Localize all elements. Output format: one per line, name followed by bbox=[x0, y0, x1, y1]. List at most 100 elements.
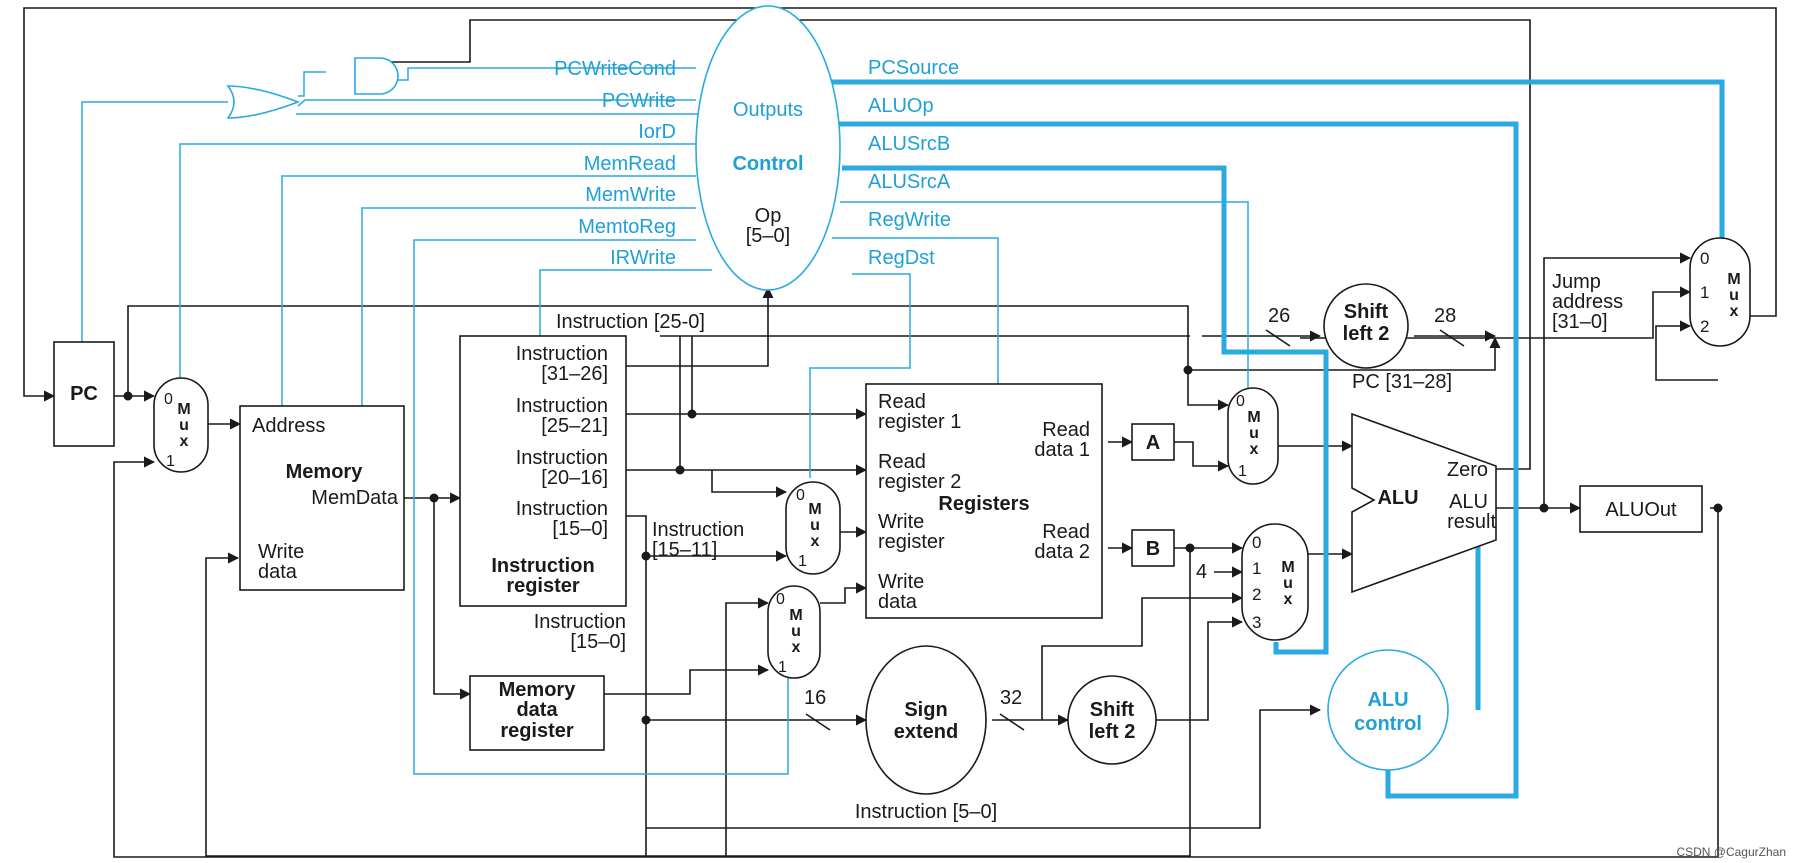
control-right-signals: PCSource ALUOp ALUSrcB ALUSrcA RegWrite … bbox=[868, 57, 959, 269]
mux-alusrcb-u: u bbox=[1283, 575, 1293, 592]
ir-field-20-16-b: [20–16] bbox=[541, 467, 608, 489]
mdr-title-2: data bbox=[516, 699, 558, 721]
mux-iord bbox=[153, 377, 209, 473]
signal-pcsource: PCSource bbox=[868, 57, 959, 79]
mux-iord-in0: 0 bbox=[164, 391, 173, 408]
ir-field-15-0-b: [15–0] bbox=[552, 518, 608, 540]
label-instruction-25-0: Instruction [25-0] bbox=[556, 311, 705, 333]
alu-control-label-1: ALU bbox=[1367, 689, 1408, 711]
memory-write-label-2: data bbox=[258, 561, 298, 583]
label-instruction-15-11-b: [15–11] bbox=[652, 539, 717, 561]
mux-regdst-in0: 0 bbox=[796, 487, 805, 504]
alu-result-label-1: ALU bbox=[1449, 491, 1488, 513]
mux-alusrca-u: u bbox=[1249, 425, 1259, 442]
registers-title: Registers bbox=[938, 493, 1029, 515]
mux-iord-in1: 1 bbox=[166, 453, 175, 470]
reg-write-data-a: Write bbox=[878, 571, 924, 593]
mux-memtoreg bbox=[767, 585, 821, 679]
reg-read-data1-b: data 1 bbox=[1034, 439, 1090, 461]
reg-read-reg1-a: Read bbox=[878, 391, 926, 413]
aluout-register bbox=[1579, 485, 1703, 533]
junction-dots bbox=[123, 365, 1723, 725]
shift-bottom-label-1: Shift bbox=[1090, 699, 1135, 721]
register-b bbox=[1131, 529, 1175, 567]
or-gate bbox=[226, 85, 301, 119]
mux-iord-u: u bbox=[179, 417, 189, 434]
mux-alusrcb bbox=[1241, 523, 1309, 641]
mux-alusrcb-m: M bbox=[1281, 559, 1294, 576]
label-const-4: 4 bbox=[1196, 561, 1207, 583]
mux-memtoreg-m: M bbox=[789, 607, 802, 624]
ir-title-2: register bbox=[506, 575, 580, 597]
reg-read-reg2-b: register 2 bbox=[878, 471, 961, 493]
signal-regdst: RegDst bbox=[868, 247, 935, 269]
mux-alusrcb-in0: 0 bbox=[1252, 533, 1261, 552]
register-b-label: B bbox=[1146, 538, 1160, 560]
shift-top-label-1: Shift bbox=[1344, 301, 1389, 323]
mux-regdst-x: x bbox=[811, 533, 820, 550]
mdr-title-3: register bbox=[500, 720, 574, 742]
reg-read-reg1-b: register 1 bbox=[878, 411, 961, 433]
mux-memtoreg-x: x bbox=[792, 639, 801, 656]
mdr-title-1: Memory bbox=[499, 679, 577, 701]
mux-pcsource-u: u bbox=[1729, 287, 1739, 304]
mux-pcsource-in0: 0 bbox=[1700, 249, 1709, 268]
aluout-label: ALUOut bbox=[1605, 499, 1677, 521]
mux-alusrcb-in2: 2 bbox=[1252, 585, 1261, 604]
reg-read-data1-a: Read bbox=[1042, 419, 1090, 441]
label-instruction-15-0-a: Instruction bbox=[534, 611, 626, 633]
mux-iord-m: M bbox=[177, 401, 190, 418]
control-op-label: Op bbox=[755, 205, 782, 227]
alu bbox=[1351, 412, 1497, 594]
shift-bottom-label-2: left 2 bbox=[1089, 721, 1136, 743]
signal-regwrite: RegWrite bbox=[868, 209, 951, 231]
reg-read-data2-a: Read bbox=[1042, 521, 1090, 543]
label-bits-16: 16 bbox=[804, 687, 826, 709]
label-bits-26: 26 bbox=[1268, 305, 1290, 327]
shift-left-2-top bbox=[1323, 283, 1409, 369]
alu-control-label-2: control bbox=[1354, 713, 1422, 735]
mux-pcsource-m: M bbox=[1727, 271, 1740, 288]
ir-title-1: Instruction bbox=[491, 555, 594, 577]
mux-pcsource-x: x bbox=[1730, 303, 1739, 320]
mux-alusrca-in1: 1 bbox=[1238, 463, 1247, 480]
ir-field-31-26-a: Instruction bbox=[516, 343, 608, 365]
sign-extend-unit bbox=[865, 645, 987, 795]
ir-field-25-21-a: Instruction bbox=[516, 395, 608, 417]
ir-field-31-26-b: [31–26] bbox=[541, 363, 608, 385]
mux-pcsource-in2: 2 bbox=[1700, 317, 1709, 336]
mux-regdst bbox=[785, 481, 841, 575]
mux-pcsource-in1: 1 bbox=[1700, 283, 1709, 302]
mux-regdst-in1: 1 bbox=[798, 553, 807, 570]
mux-alusrca-x: x bbox=[1250, 441, 1259, 458]
memory-write-label-1: Write bbox=[258, 541, 304, 563]
mux-regdst-m: M bbox=[808, 501, 821, 518]
control-outputs-label: Outputs bbox=[733, 99, 803, 121]
ir-field-15-0-a: Instruction bbox=[516, 498, 608, 520]
mux-memtoreg-u: u bbox=[791, 623, 801, 640]
signal-pcwritecond: PCWriteCond bbox=[554, 58, 676, 80]
label-instruction-5-0: Instruction [5–0] bbox=[855, 801, 997, 823]
label-jump-3: [31–0] bbox=[1552, 311, 1608, 333]
mux-iord-x: x bbox=[180, 433, 189, 450]
label-bits-32: 32 bbox=[1000, 687, 1022, 709]
signal-alusrca: ALUSrcA bbox=[868, 171, 951, 193]
control-op-range: [5–0] bbox=[746, 225, 790, 247]
mux-alusrca-in0: 0 bbox=[1236, 393, 1245, 410]
mux-alusrcb-in1: 1 bbox=[1252, 559, 1261, 578]
mux-alusrca bbox=[1227, 387, 1279, 485]
instruction-register bbox=[459, 335, 627, 607]
control-title: Control bbox=[732, 153, 803, 175]
register-a bbox=[1131, 423, 1175, 461]
signal-memtoreg: MemtoReg bbox=[578, 216, 676, 238]
alu-label: ALU bbox=[1377, 487, 1418, 509]
memory-memdata-label: MemData bbox=[311, 487, 399, 509]
mux-regdst-u: u bbox=[810, 517, 820, 534]
control-unit bbox=[695, 5, 841, 291]
label-instruction-15-11-a: Instruction bbox=[652, 519, 744, 541]
ir-field-20-16-a: Instruction bbox=[516, 447, 608, 469]
memory-address-label: Address bbox=[252, 415, 325, 437]
reg-write-reg-a: Write bbox=[878, 511, 924, 533]
control-wires bbox=[81, 67, 1725, 799]
